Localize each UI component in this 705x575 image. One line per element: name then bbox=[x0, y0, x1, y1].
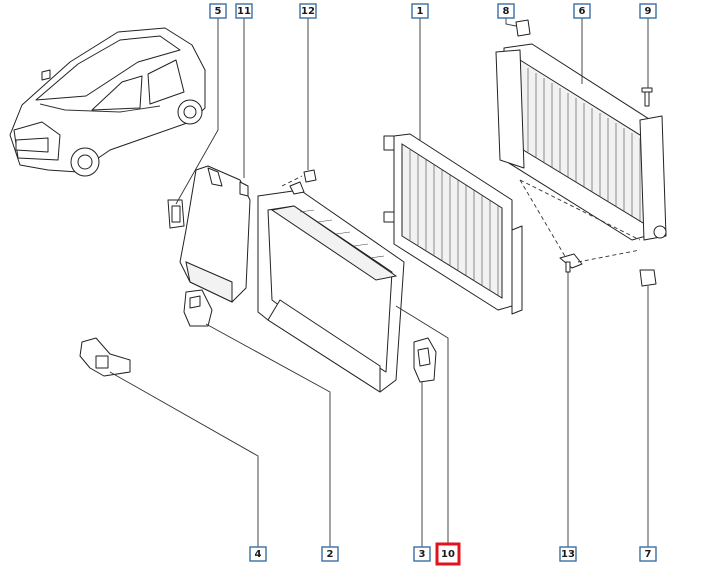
fan-shroud-frame bbox=[257, 181, 405, 393]
condenser-part-1 bbox=[383, 133, 523, 315]
callout-9: 9 bbox=[639, 3, 657, 19]
callout-number: 9 bbox=[645, 6, 652, 17]
bracket-part-4 bbox=[79, 337, 131, 377]
bracket-part-2 bbox=[183, 289, 213, 327]
callout-number: 3 bbox=[419, 549, 426, 560]
callout-8: 8 bbox=[497, 3, 515, 19]
callout-number: 4 bbox=[255, 549, 262, 560]
callout-1: 1 bbox=[411, 3, 429, 19]
callout-number: 12 bbox=[301, 6, 315, 17]
callout-number: 8 bbox=[503, 6, 510, 17]
screw-part-12 bbox=[303, 169, 317, 183]
clip-part-5 bbox=[167, 199, 185, 229]
callout-number: 13 bbox=[561, 549, 575, 560]
callout-10: 10 bbox=[435, 542, 461, 566]
dashed-connections bbox=[281, 175, 641, 263]
radiator-part-6 bbox=[495, 19, 667, 241]
bracket-part-13 bbox=[559, 253, 583, 273]
callout-number: 6 bbox=[579, 6, 586, 17]
callout-2: 2 bbox=[321, 546, 339, 562]
callout-4: 4 bbox=[249, 546, 267, 562]
air-deflector-left bbox=[179, 165, 251, 303]
callout-number: 11 bbox=[237, 6, 251, 17]
callout-5: 5 bbox=[209, 3, 227, 19]
leader-lines bbox=[109, 18, 649, 548]
callout-labels: 5 11 12 1 8 6 9 4 2 3 10 13 7 bbox=[209, 3, 657, 566]
callout-number: 5 bbox=[215, 6, 222, 17]
rubber-mount-part-7 bbox=[639, 269, 657, 287]
car-illustration bbox=[9, 27, 206, 177]
callout-7: 7 bbox=[639, 546, 657, 562]
side-bracket-part-3 bbox=[413, 337, 437, 383]
bolt-part-9 bbox=[641, 87, 653, 107]
callout-number: 1 bbox=[417, 6, 424, 17]
callout-13: 13 bbox=[559, 546, 577, 562]
callout-12: 12 bbox=[299, 3, 317, 19]
callout-number: 2 bbox=[327, 549, 334, 560]
callout-11: 11 bbox=[235, 3, 253, 19]
callout-6: 6 bbox=[573, 3, 591, 19]
callout-number: 7 bbox=[645, 549, 652, 560]
callout-3: 3 bbox=[413, 546, 431, 562]
callout-number: 10 bbox=[441, 549, 455, 560]
